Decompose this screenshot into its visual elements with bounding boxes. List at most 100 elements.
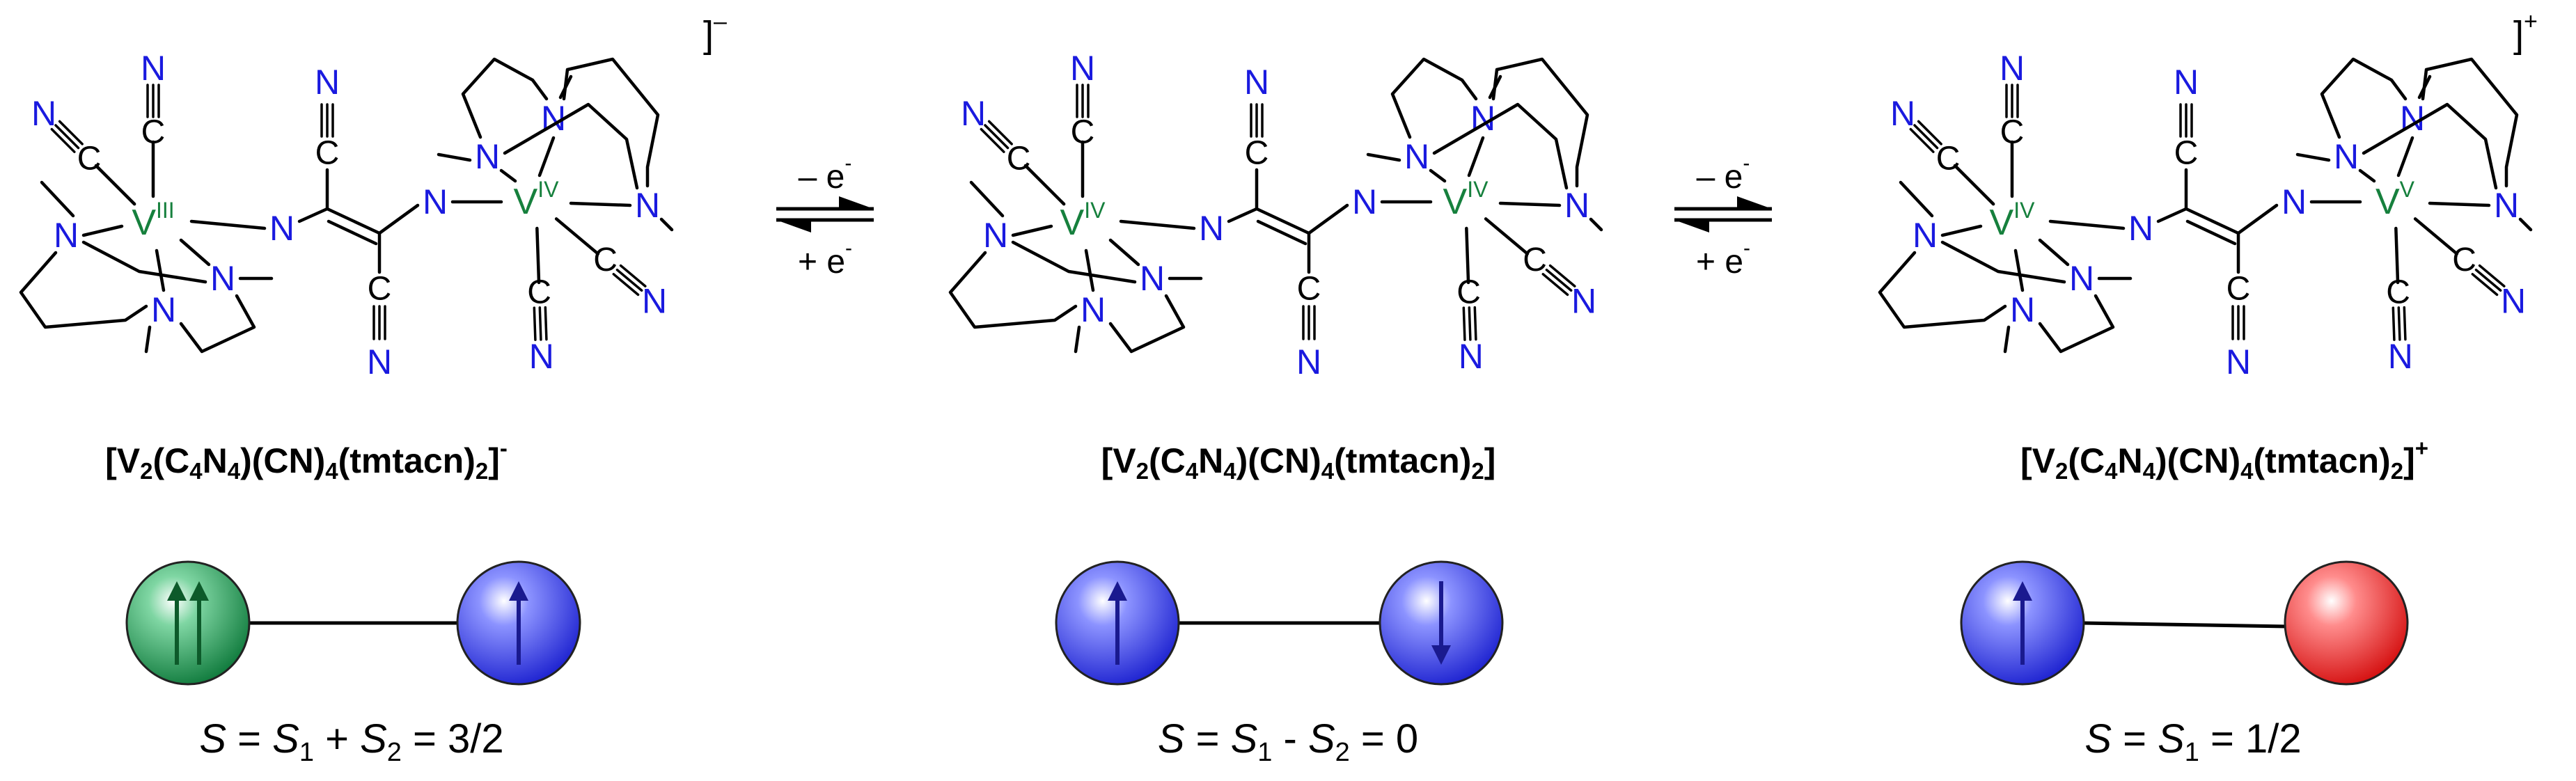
cyanide-bond [2394,226,2400,285]
v-n-bond [2358,168,2376,183]
ring-bond [948,251,1078,329]
spin-models [125,560,2409,686]
spin-up-arrow [2013,581,2032,665]
ring-bond [2421,57,2519,188]
amine-n3: N [2069,259,2094,298]
equilibrium-arrow-1 [776,196,874,232]
nitrogen-label: N [1070,49,1095,88]
methyl [659,217,674,232]
ring-bond [19,251,148,329]
triple-bond [1913,124,1939,150]
bridge-bond [297,207,329,223]
ring-bond [562,57,660,188]
cyanide-bond [554,217,600,255]
cyanide-equatorial-right: CN [2413,217,2526,321]
carbon-label: C [1071,114,1095,151]
amine-n3: N [1140,259,1165,298]
cyanide-axial-right: CN [527,226,554,376]
bridge-carbon-top: C [315,135,340,172]
methyl [1589,217,1603,232]
amine-n4: N [1404,137,1429,176]
cyanide-axial-left: CN [1070,49,1095,198]
sphere-left [125,560,251,686]
ring-bond [1432,102,1569,190]
spin-model-3 [1960,560,2409,686]
arrow-head [1431,645,1451,665]
bridge-n-left: N [1199,209,1224,248]
ring-bond [2320,57,2408,139]
triple-bond [1909,127,1935,153]
ring-bond [1108,294,1186,354]
v-n-bond [2396,136,2414,178]
cyanide-bond [94,164,136,206]
triple-bond [1541,273,1569,297]
nitrogen-label: N [141,49,166,88]
bridge-bond [2156,207,2188,223]
cyanide-equatorial-left: CN [961,94,1066,206]
triple-bond [50,127,76,153]
arrow-head [2013,581,2032,601]
amine-n4: N [2334,137,2359,176]
triple-bond [1473,306,1477,341]
spin-up-arrow [167,581,187,665]
spin-equation-neutral: S = S1 - S2 = 0 [1157,716,1419,767]
v-n-bond [2428,201,2491,207]
reverse-arrow-head [776,220,811,232]
ring-bond [40,180,75,218]
v-n-bond [1940,224,1983,237]
cyanide-axial-right: CN [2386,226,2413,376]
equilibrium-arrows [776,196,1772,232]
triple-bond [2397,306,2401,341]
arrow-head [1108,581,1127,601]
carbon-label: C [1523,242,1547,278]
exchange-line [2081,621,2288,629]
vanadium-left: VIV [1990,198,2036,243]
nitrogen-label: N [1571,282,1596,321]
bridge-bond [2236,203,2279,235]
bridge-cn-bottom-n: N [1296,342,1321,381]
spin-down-arrow [1431,581,1451,665]
methyl [1488,74,1502,100]
cyanide-axial-left: CN [2000,49,2025,198]
v-n-bond [2013,248,2025,292]
v-n-bond [1429,168,1447,183]
triple-bond [612,273,640,297]
bridge-cn-top-n: N [1244,63,1269,102]
sphere-right [2284,560,2409,686]
carbon-label: C [141,114,166,151]
amine-n2: N [2010,290,2035,329]
methyl [437,152,472,162]
v-n-bond [1467,136,1485,178]
v-n-bond [569,201,632,207]
triple-bond [615,268,643,292]
cyanide-equatorial-left: CN [31,94,136,206]
cyanide-equatorial-right: CN [554,217,667,321]
triple-bond [1468,306,1472,341]
bridge-cn-bottom-n: N [2226,342,2251,381]
carbon-label: C [2386,274,2410,310]
methyl [144,325,152,354]
methyl [2518,217,2533,232]
triple-bond [2471,273,2499,297]
spin-equation-anion: S = S1 + S2 = 3/2 [199,716,504,767]
cyanide-axial-left: CN [141,49,166,198]
triple-bond [980,127,1005,153]
v-bridge-bond [1119,219,1196,230]
v-n-bond [1011,224,1053,237]
v-n-bond [1108,238,1140,267]
equilibrium-arrow-2 [1674,196,1772,232]
triple-bond [1545,268,1573,292]
nitrogen-label: N [2000,49,2025,88]
spin-equation-cation: S = S1 = 1/2 [2084,716,2302,767]
triple-bond [1548,264,1576,287]
bridge-cn-bottom-n: N [367,342,392,381]
v-n-bond [155,248,166,292]
bridge-carbon-bottom: C [2226,271,2251,308]
bridge-double-bond [325,207,382,235]
ring-bond [179,294,256,354]
spin-model-2 [1055,560,1504,686]
ring-bond [503,102,639,190]
